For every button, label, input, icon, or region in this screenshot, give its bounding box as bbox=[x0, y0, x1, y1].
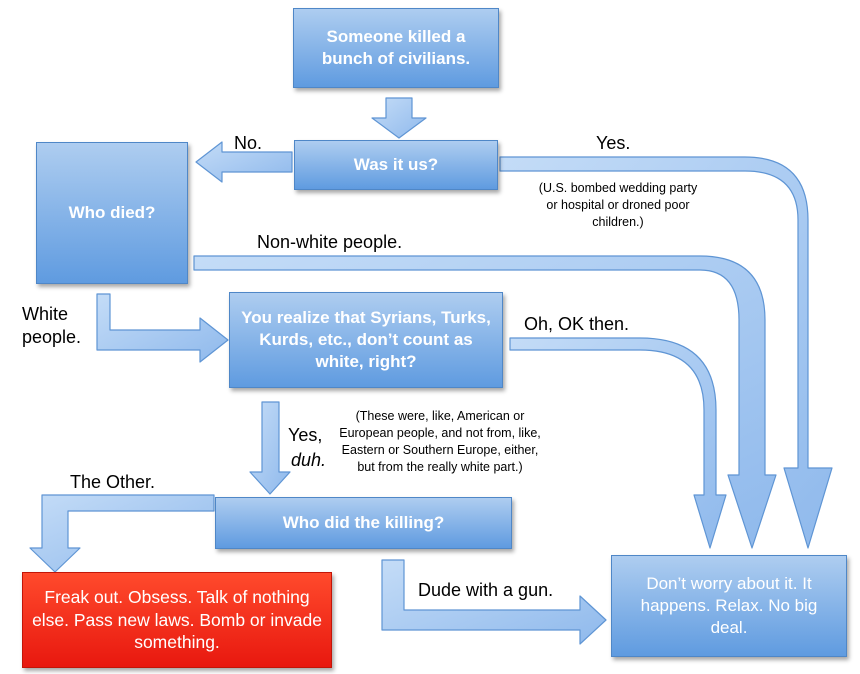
node-who-died: Who died? bbox=[36, 142, 188, 284]
node-freak-out-text: Freak out. Obsess. Talk of nothing else.… bbox=[32, 586, 322, 653]
label-non-white: Non-white people. bbox=[257, 232, 403, 252]
node-who-killed: Who did the killing? bbox=[215, 497, 512, 549]
node-start: Someone killed a bunch of civilians. bbox=[293, 8, 499, 88]
node-dont-worry-text: Don’t worry about it. It happens. Relax.… bbox=[640, 573, 818, 638]
arrow-white-people bbox=[96, 293, 229, 363]
node-who-killed-text: Who did the killing? bbox=[282, 512, 445, 532]
label-white-people: White people. bbox=[22, 304, 82, 348]
node-was-it-us: Was it us? bbox=[294, 140, 498, 190]
label-no: No. bbox=[234, 133, 263, 153]
arrow-the-other bbox=[29, 494, 215, 573]
note-really-white: (These were, like, American or European … bbox=[339, 409, 541, 474]
label-dude-gun: Dude with a gun. bbox=[418, 580, 554, 600]
arrow-yes-curve bbox=[499, 156, 833, 549]
note-us-bombed: (U.S. bombed wedding party or hospital o… bbox=[538, 181, 698, 229]
label-yes: Yes. bbox=[596, 133, 631, 153]
label-oh-ok: Oh, OK then. bbox=[524, 314, 630, 334]
label-yes-duh-2: duh. bbox=[291, 450, 327, 470]
node-syrians-text: You realize that Syrians, Turks, Kurds, … bbox=[241, 307, 491, 372]
arrow-oh-ok-curve bbox=[509, 337, 727, 549]
arrow-no bbox=[195, 141, 293, 183]
label-the-other: The Other. bbox=[70, 472, 156, 492]
node-freak-out: Freak out. Obsess. Talk of nothing else.… bbox=[22, 572, 332, 668]
node-syrians: You realize that Syrians, Turks, Kurds, … bbox=[229, 292, 503, 388]
arrow-non-white-curve bbox=[193, 255, 777, 549]
label-yes-duh-1: Yes, bbox=[288, 425, 323, 445]
node-start-text: Someone killed a bunch of civilians. bbox=[321, 26, 471, 68]
arrow-start-to-question bbox=[371, 97, 427, 139]
node-dont-worry: Don’t worry about it. It happens. Relax.… bbox=[611, 555, 847, 657]
arrow-dude-with-gun bbox=[381, 559, 607, 645]
node-who-died-text: Who died? bbox=[68, 202, 156, 222]
arrow-yes-duh bbox=[249, 401, 291, 495]
node-was-it-us-text: Was it us? bbox=[353, 154, 439, 174]
